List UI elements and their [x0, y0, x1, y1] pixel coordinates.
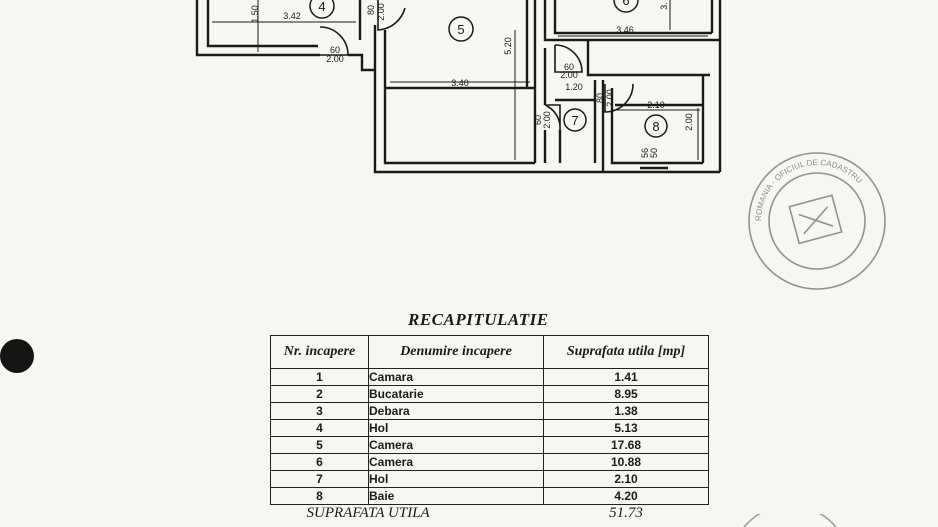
dim-label: 60 — [533, 115, 543, 125]
recap-table: Nr. incapere Denumire incapere Suprafata… — [270, 335, 709, 521]
total-row: SUPRAFATA UTILA 51.73 — [270, 504, 709, 521]
room-number: 5 — [457, 22, 464, 37]
cell-name: Debara — [368, 402, 544, 420]
dim-label: 80 — [595, 93, 605, 103]
recap-title: RECAPITULATIE — [408, 310, 549, 329]
cell-nr: 2 — [270, 385, 369, 403]
dim-label: 2.00 — [326, 54, 344, 64]
room-number: 7 — [571, 113, 578, 128]
cell-nr: 6 — [270, 453, 369, 471]
dim-label: 2.00 — [376, 3, 386, 21]
dim-label: 2.00 — [560, 70, 578, 80]
dim-label: 3.40 — [451, 78, 469, 88]
header-area: Suprafata utila [mp] — [543, 335, 709, 369]
cell-area: 1.38 — [543, 402, 709, 420]
cell-nr: 3 — [270, 402, 369, 420]
cell-nr: 4 — [270, 419, 369, 437]
dim-label: 3.46 — [616, 25, 634, 35]
cell-area: 1.41 — [543, 368, 709, 386]
total-label: SUPRAFATA UTILA — [270, 504, 544, 521]
dim-label: 50 — [649, 148, 659, 158]
cell-name: Hol — [368, 419, 544, 437]
header-name: Denumire incapere — [368, 335, 544, 369]
official-stamp: ROMANIA · OFICIUL DE CADASTRU — [748, 152, 886, 290]
cell-name: Baie — [368, 487, 544, 505]
dim-label: 80 — [366, 5, 376, 15]
official-stamp-partial — [743, 514, 837, 527]
cell-area: 8.95 — [543, 385, 709, 403]
cell-area: 4.20 — [543, 487, 709, 505]
dim-label: 5.20 — [503, 37, 513, 55]
dim-label: 3.42 — [283, 11, 301, 21]
ink-blot — [0, 339, 34, 373]
cell-name: Camara — [368, 368, 544, 386]
dim-label: 2.00 — [605, 89, 615, 107]
floor-plan: 4 5 6 7 8 1.50 3.42 80 2.00 60 2.00 5.20… — [195, 0, 722, 174]
room-number: 8 — [652, 119, 659, 134]
dim-label: 1.20 — [565, 82, 583, 92]
cell-area: 17.68 — [543, 436, 709, 454]
cell-name: Camera — [368, 436, 544, 454]
dim-label: 3. — [659, 2, 669, 10]
cell-name: Bucatarie — [368, 385, 544, 403]
cell-area: 5.13 — [543, 419, 709, 437]
total-value: 51.73 — [543, 504, 709, 521]
cell-area: 10.88 — [543, 453, 709, 471]
dim-label: 2.10 — [647, 100, 665, 110]
cell-name: Camera — [368, 453, 544, 471]
cell-area: 2.10 — [543, 470, 709, 488]
room-number: 4 — [318, 0, 325, 14]
cell-nr: 1 — [270, 368, 369, 386]
dim-label: 60 — [330, 45, 340, 55]
table-header-row: Nr. incapere Denumire incapere Suprafata… — [270, 335, 709, 369]
cell-name: Hol — [368, 470, 544, 488]
dim-label: 2.00 — [684, 113, 694, 131]
cell-nr: 5 — [270, 436, 369, 454]
dim-label: 1.50 — [250, 5, 260, 23]
cell-nr: 8 — [270, 487, 369, 505]
dim-label: 2.00 — [542, 111, 552, 129]
cell-nr: 7 — [270, 470, 369, 488]
room-number: 6 — [622, 0, 629, 8]
header-nr: Nr. incapere — [270, 335, 369, 369]
dim-label: 56 — [640, 148, 650, 158]
dim-label: 60 — [564, 62, 574, 72]
